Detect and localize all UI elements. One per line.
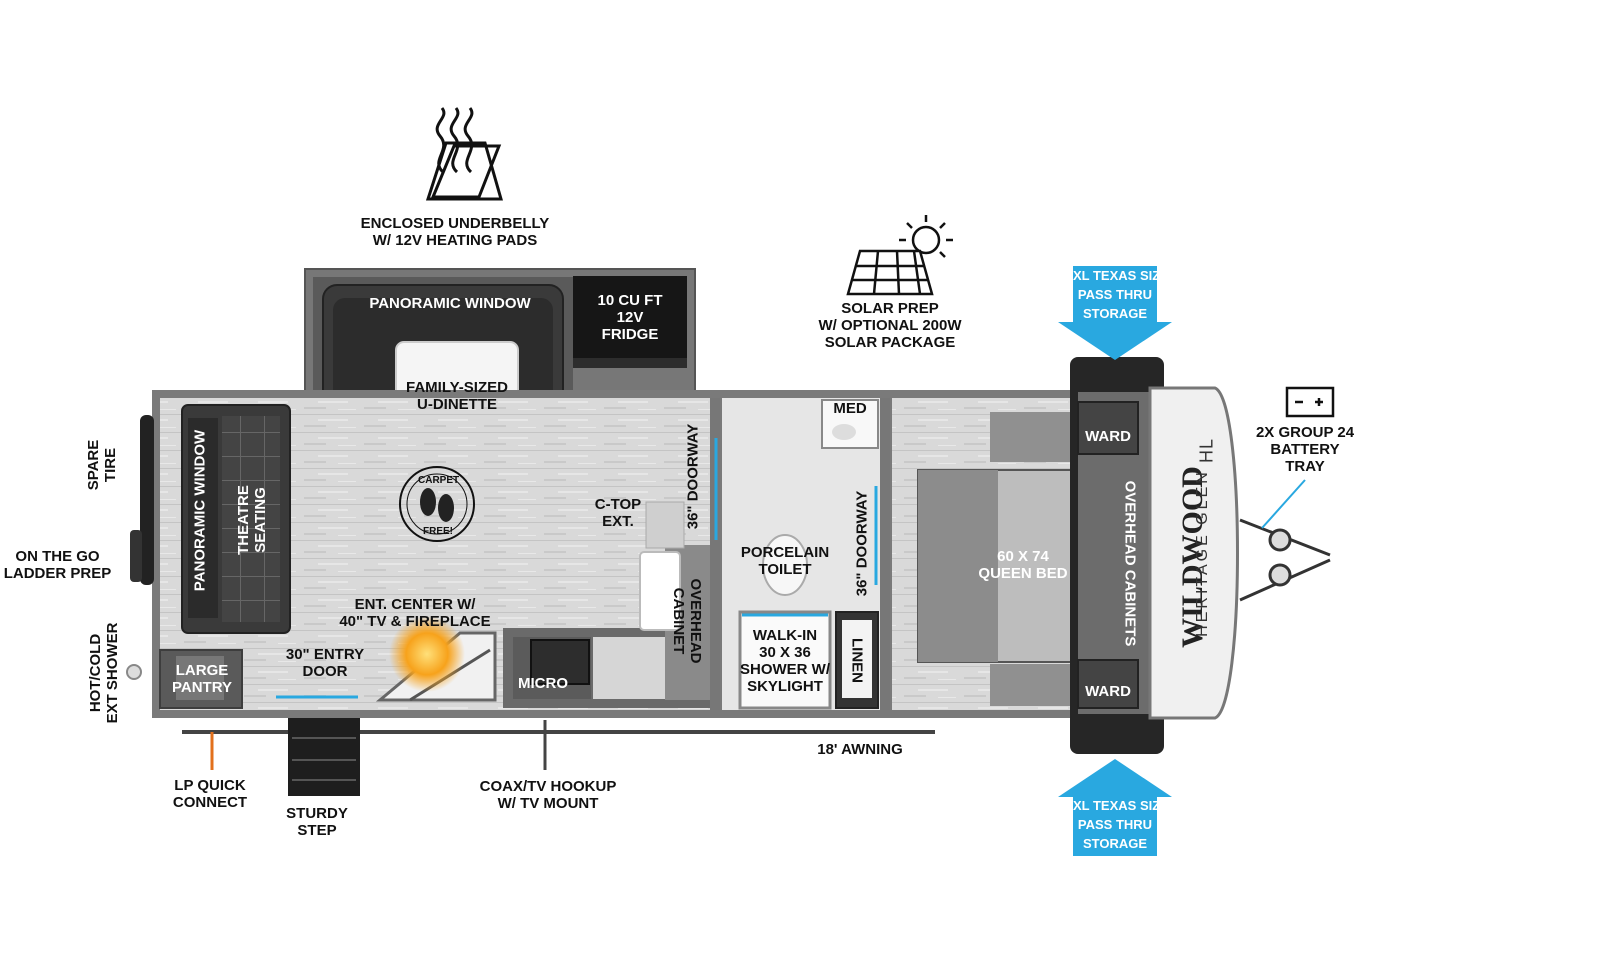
fireplace-glow bbox=[389, 616, 465, 692]
med-label: MED bbox=[833, 400, 867, 417]
sturdy-step bbox=[288, 718, 360, 796]
c-top-extension bbox=[645, 501, 685, 549]
porcelain-toilet bbox=[762, 534, 808, 596]
storage-arrow-top bbox=[1058, 266, 1172, 360]
awning-label: 18' AWNING bbox=[817, 741, 903, 758]
ent-center-label: ENT. CENTER W/40" TV & FIREPLACE bbox=[339, 596, 491, 630]
carpet-free-top: CARPET bbox=[418, 475, 460, 486]
panoramic-window-rear-label: PANORAMIC WINDOW bbox=[191, 429, 209, 592]
carpet-free-stamp bbox=[399, 466, 475, 542]
microwave bbox=[530, 639, 590, 685]
battery-icon bbox=[1285, 386, 1335, 418]
medicine-cabinet bbox=[821, 399, 879, 449]
linen-label: LINEN bbox=[848, 638, 866, 683]
doorway-2-label: 36" DOORWAY bbox=[853, 490, 871, 597]
ward-bottom-label: WARD bbox=[1085, 683, 1131, 700]
ward-top-label: WARD bbox=[1085, 428, 1131, 445]
sink bbox=[639, 551, 681, 631]
brand-model-mark: HL bbox=[1196, 438, 1217, 464]
doorway-1-label: 36" DOORWAY bbox=[684, 423, 702, 530]
front-cap bbox=[1148, 386, 1239, 720]
overhead-cabinets-label: OVERHEAD CABINETS bbox=[1121, 480, 1139, 647]
carpet-free-bottom: FREE! bbox=[423, 526, 453, 537]
brand-sub: HERITAGE GLEN bbox=[1194, 469, 1211, 637]
storage-arrow-bottom bbox=[1058, 759, 1172, 856]
hitch bbox=[1239, 479, 1331, 602]
solar-panel-icon bbox=[846, 215, 953, 296]
underbelly-heat-icon bbox=[425, 107, 503, 201]
micro-label: MICRO bbox=[518, 675, 568, 692]
fridge bbox=[573, 276, 687, 368]
panoramic-window-top-label: PANORAMIC WINDOW bbox=[369, 295, 531, 312]
shower bbox=[738, 610, 832, 710]
